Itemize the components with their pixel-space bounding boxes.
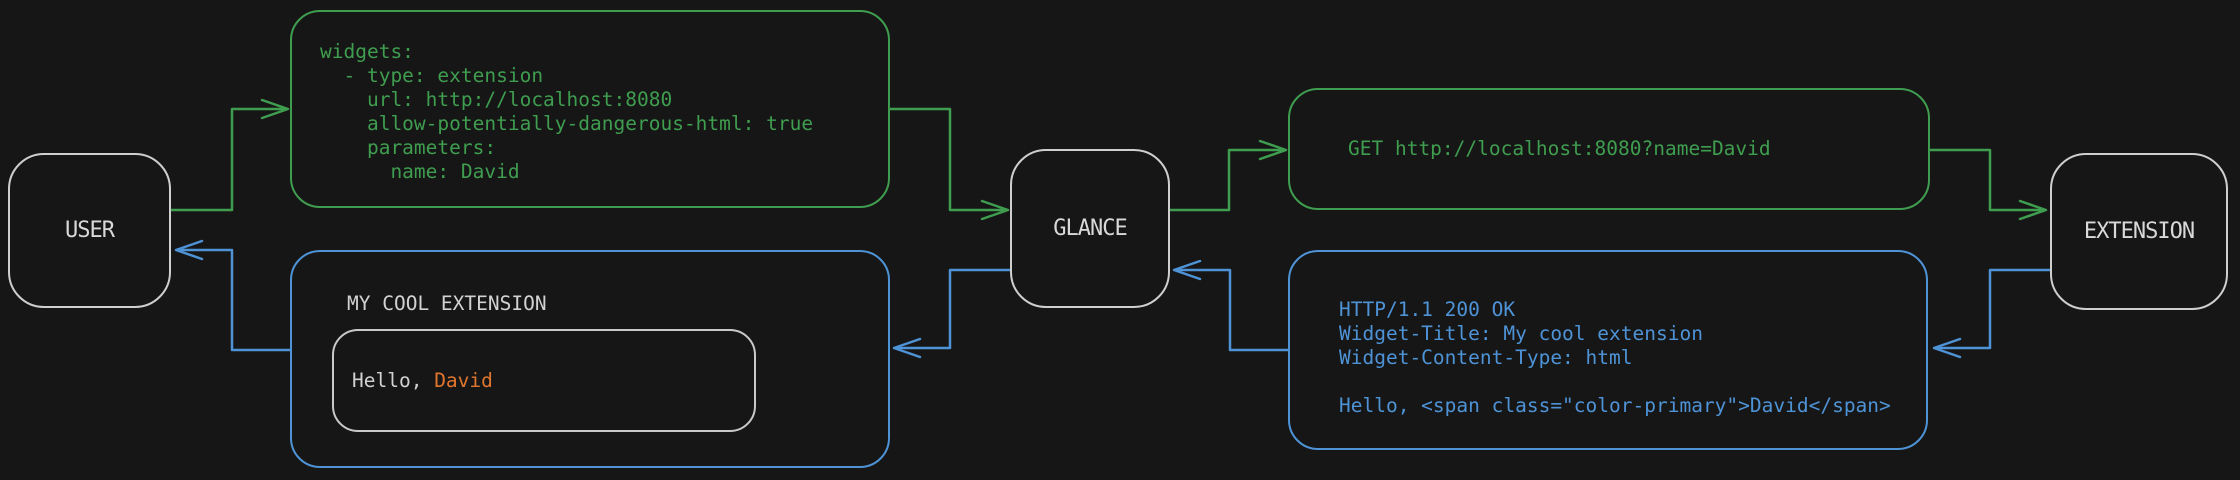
node-glance-label: GLANCE (1053, 216, 1127, 241)
arrow-glance-to-widget (892, 268, 1012, 359)
config-line: url: http://localhost:8080 (320, 88, 673, 111)
arrow-extension-to-response (1932, 268, 2052, 359)
config-line: widgets: (320, 40, 414, 63)
request-line: GET http://localhost:8080?name=David (1348, 137, 1771, 160)
arrow-user-to-config (168, 98, 290, 212)
http-response-box: HTTP/1.1 200 OK Widget-Title: My cool ex… (1288, 250, 1928, 450)
response-line (1339, 370, 1916, 394)
arrow-widget-to-user (174, 239, 292, 352)
response-line: Widget-Title: My cool extension (1339, 322, 1703, 345)
response-line: Hello, <span class="color-primary">David… (1339, 394, 1891, 417)
response-line: HTTP/1.1 200 OK (1339, 298, 1516, 321)
arrow-glance-to-request (1168, 139, 1288, 212)
config-line: name: David (320, 160, 520, 183)
widget-preview-box: MY COOL EXTENSION Hello, David (290, 250, 890, 468)
arrow-response-to-glance (1172, 259, 1290, 352)
response-line: Widget-Content-Type: html (1339, 346, 1633, 369)
config-line: allow-potentially-dangerous-html: true (320, 112, 814, 135)
node-extension: EXTENSION (2050, 153, 2228, 310)
config-line: - type: extension (320, 64, 544, 87)
node-user-label: USER (65, 218, 115, 243)
config-yaml-box: widgets: - type: extension url: http://l… (290, 10, 890, 208)
greeting-prefix: Hello, (352, 369, 435, 392)
node-user: USER (8, 153, 171, 308)
arrow-config-to-glance (888, 107, 1010, 221)
widget-content-box: Hello, David (332, 329, 756, 432)
node-glance: GLANCE (1010, 149, 1170, 308)
widget-title: MY COOL EXTENSION (347, 292, 547, 315)
arrow-request-to-extension (1928, 148, 2048, 221)
greeting-name: David (434, 369, 493, 392)
config-line: parameters: (320, 136, 497, 159)
node-extension-label: EXTENSION (2083, 219, 2195, 244)
http-request-box: GET http://localhost:8080?name=David (1288, 88, 1930, 210)
